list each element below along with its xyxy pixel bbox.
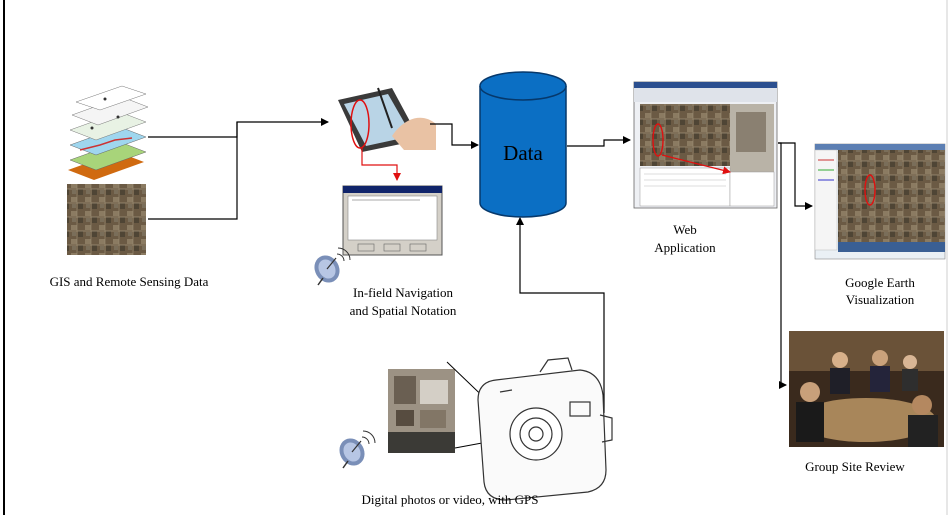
connector-data-to-web [567,136,631,147]
tablet-pen-icon [338,87,436,152]
data-label: Data [503,141,543,165]
infield-label-line1: In-field Navigation [353,285,453,300]
connector-web-to-group [778,142,787,389]
camera-icon [477,357,613,501]
digital-photos-label: Digital photos or video, with GPS [361,492,539,507]
dialog-window-icon [342,185,443,256]
connector-tablet-to-data [430,123,479,149]
gis-label: GIS and Remote Sensing Data [49,274,209,289]
group-review-label: Group Site Review [805,459,905,474]
connector-satellite-to-tablet [148,122,238,220]
group-meeting-photo-icon [789,331,944,447]
google-label-line2: Visualization [845,292,915,307]
web-app-screenshot-icon [633,81,778,209]
google-earth-screenshot-icon [814,143,946,260]
satellite-dish-icon [314,247,351,286]
data-cylinder-icon [479,71,567,218]
satellite-dish-icon [339,430,376,469]
gis-layers-icon [68,85,149,180]
red-connector-tablet-to-dialog [361,148,401,181]
web-label-line1: Web [673,222,697,237]
building-photo-icon [388,369,455,453]
web-label-line2: Application [654,240,716,255]
satellite-image-icon [67,184,146,255]
connector-web-to-google [778,142,813,210]
connector-camera-to-data [516,217,605,413]
connector-gis-to-tablet [148,118,329,138]
google-label-line1: Google Earth [845,275,915,290]
infield-label-line2: and Spatial Notation [349,303,457,318]
